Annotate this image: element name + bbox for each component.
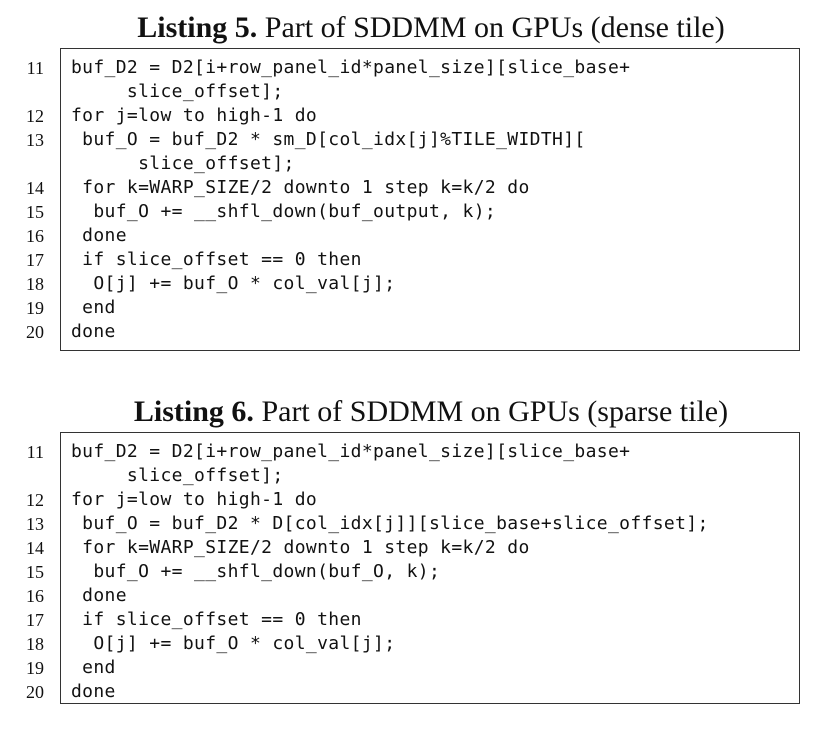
line-number: 19 [26,298,44,318]
code-line: for k=WARP_SIZE/2 downto 1 step k=k/2 do [71,537,530,558]
line-number: 16 [26,226,44,246]
caption-text: Part of SDDMM on GPUs (sparse tile) [253,395,729,428]
listing-caption: Listing 6. Part of SDDMM on GPUs (sparse… [60,392,802,432]
line-number: 18 [26,634,44,654]
code-line: buf_D2 = D2[i+row_panel_id*panel_size][s… [71,57,631,78]
code-line: for j=low to high-1 do [71,105,318,126]
code-line: done [71,225,127,246]
line-number: 11 [26,58,44,78]
listing-caption: Listing 5. Part of SDDMM on GPUs (dense … [60,8,802,48]
code-line: slice_offset]; [71,81,284,102]
listing-6: Listing 6. Part of SDDMM on GPUs (sparse… [0,392,832,742]
code-line: if slice_offset == 0 then [71,609,362,630]
line-number: 17 [26,250,44,270]
line-number: 20 [26,322,44,342]
code-line: buf_O += __shfl_down(buf_output, k); [71,201,497,222]
code-line: O[j] += buf_O * col_val[j]; [71,633,396,654]
line-number: 14 [26,538,44,558]
code-line: for k=WARP_SIZE/2 downto 1 step k=k/2 do [71,177,530,198]
code-line: if slice_offset == 0 then [71,249,362,270]
line-number: 20 [26,682,44,702]
code-line: done [71,321,116,342]
code-line: buf_O = buf_D2 * sm_D[col_idx[j]%TILE_WI… [71,129,586,150]
code-line: slice_offset]; [71,465,284,486]
caption-text: Part of SDDMM on GPUs (dense tile) [257,11,725,44]
line-number: 14 [26,178,44,198]
code-box: buf_D2 = D2[i+row_panel_id*panel_size][s… [60,48,800,351]
caption-label: Listing 5. [137,11,258,44]
line-number: 18 [26,274,44,294]
code-row: 11 12 13 14 15 16 17 18 19 20 buf_D2 = D2[i+row_p… [0,432,832,742]
line-number: 15 [26,202,44,222]
line-number: 13 [26,514,44,534]
code-box: buf_D2 = D2[i+row_panel_id*panel_size][s… [60,432,800,704]
code-line: end [71,297,116,318]
code-line: end [71,657,116,678]
line-number: 12 [26,490,44,510]
line-number: 12 [26,106,44,126]
line-number: 11 [26,442,44,462]
code-line: done [71,681,116,702]
code-line: slice_offset]; [71,153,295,174]
code-line: buf_O = buf_D2 * D[col_idx[j]][slice_bas… [71,513,709,534]
code-line: O[j] += buf_O * col_val[j]; [71,273,396,294]
line-number: 19 [26,658,44,678]
line-number: 16 [26,586,44,606]
code-row: 11 12 13 14 15 16 17 18 19 20 buf_D2 = D2[i+row_p… [0,48,832,358]
code-line: buf_D2 = D2[i+row_panel_id*panel_size][s… [71,441,631,462]
code-line: buf_O += __shfl_down(buf_O, k); [71,561,441,582]
line-number: 13 [26,130,44,150]
line-number: 15 [26,562,44,582]
code-line: done [71,585,127,606]
caption-label: Listing 6. [133,395,254,428]
line-number: 17 [26,610,44,630]
listing-5: Listing 5. Part of SDDMM on GPUs (dense … [0,8,832,358]
code-line: for j=low to high-1 do [71,489,318,510]
